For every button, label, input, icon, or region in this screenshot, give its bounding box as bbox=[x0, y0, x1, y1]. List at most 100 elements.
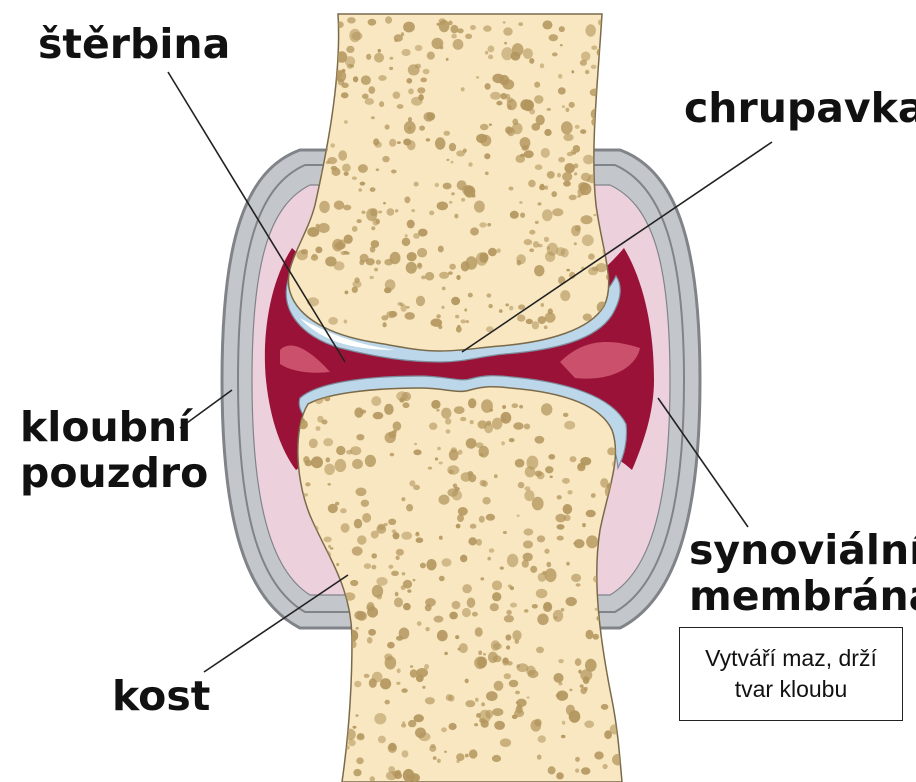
bone-pore bbox=[580, 60, 587, 66]
bone-pore bbox=[456, 524, 461, 529]
bone-pore bbox=[337, 764, 341, 769]
bone-pore bbox=[402, 750, 409, 757]
bone-pore bbox=[558, 74, 562, 79]
bone-pore bbox=[529, 230, 535, 235]
bone-pore bbox=[542, 571, 546, 575]
bone-pore bbox=[515, 640, 520, 644]
bone-pore bbox=[413, 449, 421, 455]
bone-pore bbox=[356, 627, 359, 630]
bone-pore bbox=[557, 536, 564, 541]
bone-pore bbox=[569, 710, 581, 723]
bone-pore bbox=[556, 691, 568, 701]
bone-pore bbox=[474, 723, 478, 726]
bone-pore bbox=[479, 222, 486, 227]
bone-pore bbox=[581, 173, 591, 181]
bone-pore bbox=[489, 548, 495, 552]
bone-pore bbox=[529, 248, 534, 252]
bone-pore bbox=[554, 616, 558, 619]
bone-pore bbox=[534, 265, 544, 276]
bone-pore bbox=[476, 442, 484, 448]
bone-pore bbox=[608, 85, 615, 91]
bone-pore bbox=[420, 563, 426, 569]
bone-pore bbox=[327, 483, 331, 486]
bone-pore bbox=[537, 755, 542, 760]
bone-pore bbox=[439, 576, 445, 582]
bone-pore bbox=[393, 421, 402, 430]
bone-pore bbox=[348, 640, 356, 648]
bone-pore bbox=[469, 749, 478, 758]
bone-pore bbox=[370, 187, 376, 192]
bone-pore bbox=[455, 315, 459, 319]
bone-pore bbox=[390, 252, 401, 264]
bone-pore bbox=[431, 400, 440, 409]
bone-pore bbox=[378, 75, 386, 81]
bone-pore bbox=[350, 580, 358, 586]
bone-pore bbox=[388, 565, 393, 569]
bone-pore bbox=[335, 502, 339, 506]
bone-pore bbox=[527, 696, 530, 698]
bone-pore bbox=[480, 577, 484, 580]
bone-pore bbox=[518, 482, 525, 488]
bone-pore bbox=[371, 240, 380, 248]
bone-pore bbox=[343, 251, 348, 254]
bone-pore bbox=[446, 58, 449, 61]
bone-pore bbox=[515, 691, 520, 695]
bone-pore bbox=[332, 635, 335, 637]
bone-pore bbox=[335, 459, 347, 472]
bone-pore bbox=[328, 317, 338, 325]
bone-pore bbox=[546, 562, 551, 568]
lower-bone bbox=[298, 387, 622, 782]
bone-pore bbox=[468, 162, 472, 167]
bone-pore bbox=[612, 754, 624, 766]
bone-pore bbox=[423, 69, 430, 75]
bone-pore bbox=[523, 48, 533, 59]
bone-pore bbox=[561, 121, 573, 134]
bone-pore bbox=[477, 657, 487, 668]
bone-pore bbox=[569, 689, 572, 692]
bone-pore bbox=[557, 173, 561, 178]
bone-pore bbox=[311, 666, 321, 674]
bone-pore bbox=[522, 145, 528, 150]
bone-pore bbox=[544, 237, 549, 242]
bone-pore bbox=[462, 608, 471, 617]
bone-pore bbox=[461, 319, 466, 323]
bone-pore bbox=[470, 227, 479, 235]
bone-pore bbox=[341, 92, 349, 98]
bone-pore bbox=[326, 675, 335, 685]
bone-pore bbox=[325, 256, 336, 266]
bone-pore bbox=[307, 76, 317, 84]
bone-pore bbox=[488, 248, 497, 257]
bone-pore bbox=[355, 714, 358, 717]
bone-pore bbox=[458, 450, 463, 455]
bone-pore bbox=[435, 137, 445, 149]
bone-pore bbox=[401, 585, 406, 590]
bone-pore bbox=[575, 658, 582, 666]
bone-pore bbox=[451, 161, 454, 164]
bone-pore bbox=[500, 738, 511, 747]
bone-pore bbox=[324, 39, 329, 43]
bone-pore bbox=[415, 45, 423, 51]
bone-pore bbox=[316, 224, 320, 229]
bone-pore bbox=[543, 602, 552, 612]
bone-pore bbox=[544, 129, 551, 136]
bone-pore bbox=[476, 539, 482, 546]
bone-pore bbox=[529, 58, 534, 64]
bone-pore bbox=[454, 214, 458, 219]
bone-pore bbox=[449, 201, 453, 204]
bone-pore bbox=[492, 581, 502, 591]
bone-pore bbox=[352, 226, 358, 232]
bone-pore bbox=[334, 201, 344, 210]
bone-pore bbox=[383, 202, 386, 204]
bone-pore bbox=[480, 135, 491, 147]
bone-pore bbox=[566, 597, 577, 606]
bone-pore bbox=[538, 202, 542, 205]
bone-pore bbox=[530, 566, 537, 573]
bone-pore bbox=[444, 652, 448, 655]
bone-pore bbox=[598, 19, 605, 25]
bone-pore bbox=[414, 182, 419, 187]
label-joint-capsule-line2: pouzdro bbox=[20, 451, 208, 497]
bone-pore bbox=[414, 443, 417, 445]
bone-pore bbox=[494, 474, 498, 478]
bone-pore bbox=[558, 87, 566, 94]
